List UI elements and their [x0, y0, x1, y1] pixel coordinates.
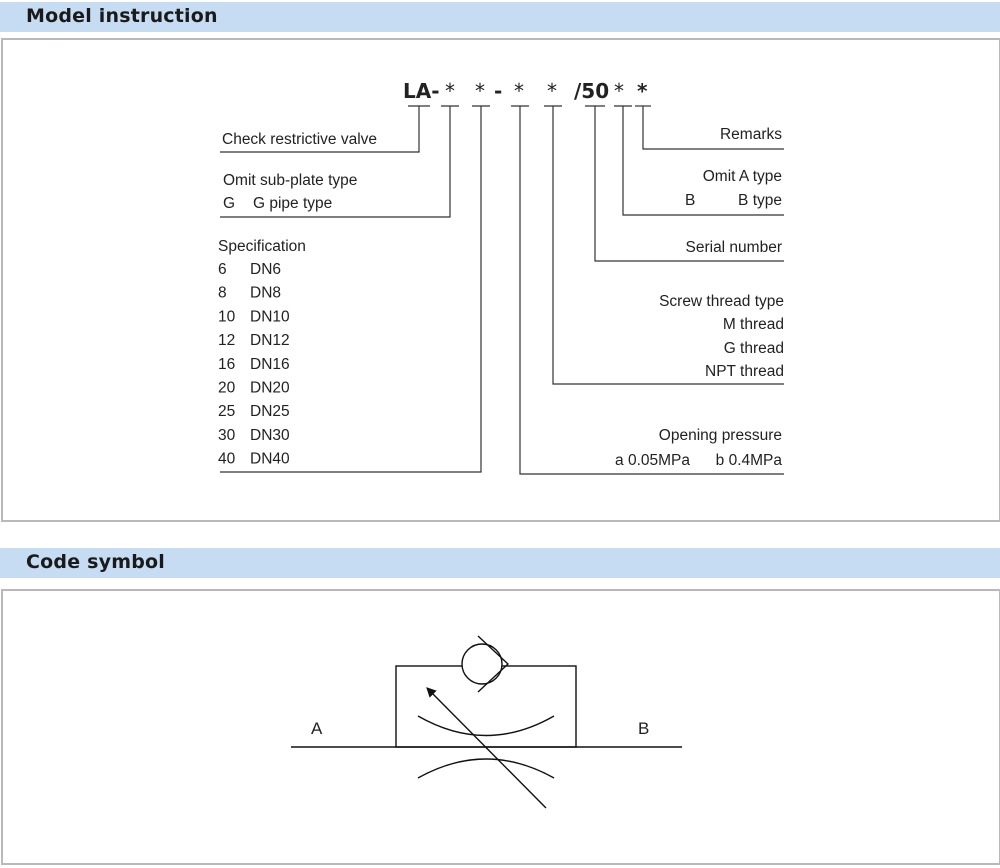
leader-subplate — [220, 106, 451, 218]
code-prefix: LA- — [403, 79, 440, 103]
code-star-1: * — [445, 79, 455, 103]
model-instruction-title: Model instruction — [26, 5, 218, 27]
spec-dn: DN8 — [250, 285, 281, 302]
b-code-label: B — [685, 192, 695, 209]
spec-dn: DN12 — [250, 332, 290, 349]
spec-dn: DN20 — [250, 380, 290, 397]
b-type-label: B type — [738, 192, 782, 209]
model-code: LA- * * - * * /50 * * — [403, 79, 648, 103]
leader-specification — [220, 106, 482, 473]
code-star-3: * — [514, 79, 524, 103]
code-dash: - — [494, 79, 502, 103]
leader-opening-pressure — [519, 106, 784, 475]
spec-code: 10 — [218, 308, 236, 325]
m-thread-label: M thread — [723, 316, 784, 333]
model-instruction-panel — [1, 38, 1000, 522]
spec-code: 25 — [218, 403, 235, 420]
opening-a-label: a 0.05MPa — [615, 452, 690, 469]
g-code-label: G — [223, 195, 235, 212]
remarks-label: Remarks — [720, 126, 782, 143]
spec-code: 6 — [218, 261, 227, 278]
spec-title: Specification — [218, 238, 306, 255]
leader-lines — [220, 106, 784, 475]
omit-a-label: Omit A type — [703, 168, 782, 185]
code-suffix-50: /50 — [574, 79, 609, 103]
spec-dn: DN25 — [250, 403, 290, 420]
omit-subplate-label: Omit sub-plate type — [223, 172, 357, 189]
leader-remarks — [642, 106, 784, 150]
opening-title-label: Opening pressure — [659, 427, 782, 444]
leader-serial — [594, 106, 784, 262]
spec-code: 20 — [218, 380, 236, 397]
serial-label: Serial number — [686, 239, 783, 256]
code-star-4: * — [547, 79, 557, 103]
spec-dn: DN30 — [250, 427, 290, 444]
code-symbol-header: Code symbol — [0, 548, 1000, 578]
spec-list: 6 DN6 8 DN8 10 DN10 12 DN12 16 DN16 20 DN20 25 DN25 30… — [218, 261, 290, 468]
left-labels: Check restrictive valve Omit sub-plate t… — [218, 131, 377, 468]
code-symbol-title: Code symbol — [26, 551, 165, 573]
spec-dn: DN6 — [250, 261, 281, 278]
leader-ab-type — [622, 106, 784, 216]
npt-thread-label: NPT thread — [705, 363, 784, 380]
leader-check-valve — [220, 106, 420, 153]
g-pipe-label: G pipe type — [253, 195, 332, 212]
code-star-5: * — [614, 79, 624, 103]
spec-dn: DN16 — [250, 356, 290, 373]
leader-screw-thread — [552, 106, 784, 385]
spec-dn: DN40 — [250, 451, 290, 468]
g-thread-label: G thread — [724, 340, 784, 357]
spec-code: 8 — [218, 285, 227, 302]
right-labels: Remarks Omit A type B type Serial number… — [615, 126, 784, 469]
code-star-6: * — [637, 79, 648, 103]
code-star-2: * — [475, 79, 485, 103]
spec-code: 30 — [218, 427, 236, 444]
spec-code: 40 — [218, 451, 236, 468]
spec-dn: DN10 — [250, 308, 290, 325]
model-instruction-header: Model instruction — [0, 2, 1000, 32]
check-valve-label: Check restrictive valve — [222, 131, 377, 148]
screw-title-label: Screw thread type — [659, 293, 784, 310]
spec-code: 12 — [218, 332, 235, 349]
code-symbol-panel — [1, 589, 1000, 865]
spec-code: 16 — [218, 356, 235, 373]
opening-b-label: b 0.4MPa — [716, 452, 783, 469]
